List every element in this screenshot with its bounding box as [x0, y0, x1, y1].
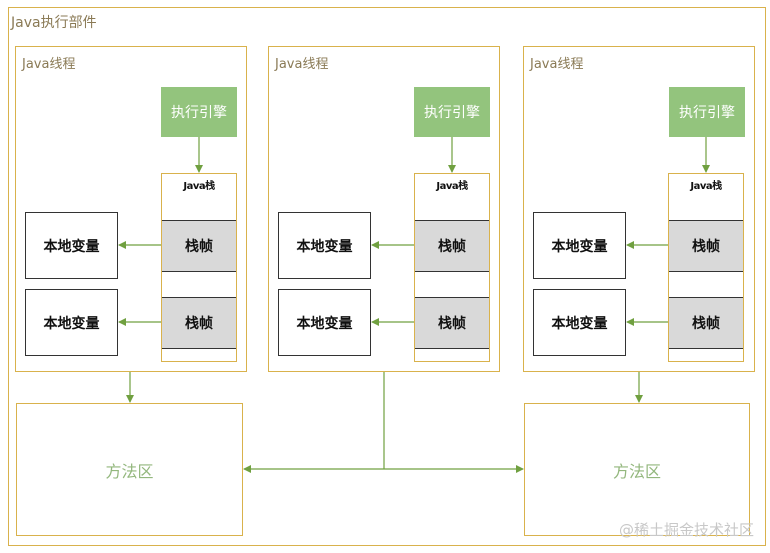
java-stack-title: Java栈 [690, 181, 722, 192]
java-stack: Java栈 栈帧 栈帧 [414, 173, 490, 362]
java-stack-title: Java栈 [436, 181, 468, 192]
diagram-title: Java执行部件 [11, 15, 97, 31]
local-variables: 本地变量 [25, 212, 118, 279]
stack-frame: 栈帧 [162, 297, 236, 349]
java-stack-title: Java栈 [183, 181, 215, 192]
method-area-left: 方法区 [16, 403, 243, 536]
execution-engine: 执行引擎 [414, 87, 490, 137]
local-variables: 本地变量 [278, 212, 371, 279]
stack-frame: 栈帧 [669, 297, 743, 349]
java-stack: Java栈 栈帧 栈帧 [161, 173, 237, 362]
local-variables: 本地变量 [278, 289, 371, 356]
java-thread-2 [268, 46, 500, 372]
thread-title: Java线程 [275, 57, 329, 72]
java-thread-3 [523, 46, 755, 372]
execution-engine: 执行引擎 [161, 87, 237, 137]
stack-frame: 栈帧 [669, 220, 743, 272]
method-area-right: 方法区 [524, 403, 750, 536]
stack-frame: 栈帧 [415, 297, 489, 349]
watermark: @稀土掘金技术社区 [618, 521, 754, 539]
java-thread-1 [15, 46, 247, 372]
stack-frame: 栈帧 [162, 220, 236, 272]
java-stack: Java栈 栈帧 栈帧 [668, 173, 744, 362]
thread-title: Java线程 [22, 57, 76, 72]
java-execution-component-frame [8, 7, 766, 546]
stack-frame: 栈帧 [415, 220, 489, 272]
local-variables: 本地变量 [533, 212, 626, 279]
local-variables: 本地变量 [533, 289, 626, 356]
execution-engine: 执行引擎 [669, 87, 745, 137]
thread-title: Java线程 [530, 57, 584, 72]
local-variables: 本地变量 [25, 289, 118, 356]
